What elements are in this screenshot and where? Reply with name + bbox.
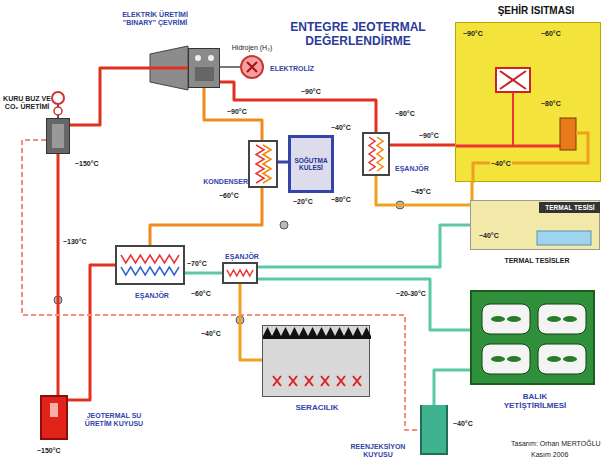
temperature-label: ~40°C (490, 160, 512, 168)
temperature-label: ~90°C (418, 132, 440, 140)
temperature-label: ~90°C (226, 108, 248, 116)
pipe-line (204, 88, 262, 140)
city-heating-house-detail (456, 23, 602, 183)
greenhouse-detail (263, 326, 371, 398)
heat-exchanger: EŞANJÖR (115, 245, 185, 285)
pipe (390, 145, 455, 146)
pipe-line (258, 225, 470, 267)
node-label: TERMAL TESİSLER (487, 257, 587, 265)
pipe-line (220, 82, 376, 132)
node-label: KURU BUZ VE CO₂ ÜRETİMİ (3, 95, 51, 111)
temperature-label: ~80°C (394, 110, 416, 118)
pipe (70, 68, 188, 125)
pipe (150, 188, 262, 245)
temperature-label: ~45°C (410, 188, 432, 196)
pipe (258, 225, 470, 267)
heat-exchanger-detail (224, 264, 260, 286)
temperature-label: ~90°C (300, 88, 322, 96)
co2-separator-detail (47, 119, 71, 155)
node-label: ŞEHİR ISITMASI (471, 5, 601, 17)
node-label: Hidrojen (H₂) (224, 44, 280, 52)
temperature-label: ~60°C (540, 30, 562, 38)
co2-separator: KURU BUZ VE CO₂ ÜRETİMİ (46, 118, 70, 154)
pipe (68, 265, 115, 400)
fish-farm-detail (472, 292, 597, 387)
pipe-line (434, 370, 470, 405)
thermal-facility: TERMAL TESİSİTERMAL TESİSLER (470, 200, 600, 250)
pipe-line (68, 265, 115, 400)
temperature-label: ~40°C (478, 232, 500, 240)
heat-exchanger-detail (117, 247, 187, 287)
temperature-label: ~60°C (218, 192, 240, 200)
pipe-line (258, 279, 470, 330)
heat-exchanger: EŞANJÖR (222, 262, 258, 284)
pipe-line (185, 272, 222, 275)
city-heating-house: ŞEHİR ISITMASI (455, 22, 601, 182)
temperature-label: ~20-30°C (395, 290, 427, 298)
node-label: TERMAL TESİSİ (540, 204, 600, 211)
node-label: BALIK YETİŞTİRİLMESİ (492, 392, 578, 410)
node-label: EŞANJÖR (130, 292, 174, 300)
pipe (58, 154, 59, 395)
temperature-label: Kasım 2006 (530, 451, 569, 459)
pipe (220, 82, 376, 132)
node-label: KONDENSER (196, 178, 248, 186)
pipe (278, 162, 288, 163)
pipe-line (278, 161, 288, 164)
generator-box-detail (189, 49, 221, 89)
pipe-line (57, 154, 60, 395)
temperature-label: ~20°C (292, 198, 314, 206)
pipe (258, 279, 470, 330)
temperature-label: ~80°C (330, 196, 352, 204)
pipe (22, 140, 420, 430)
node-label: ELEKTROLİZ (270, 65, 318, 73)
production-well-detail (42, 397, 70, 442)
node-label: EŞANJÖR (395, 165, 435, 173)
temperature-label: ~150°C (74, 160, 100, 168)
production-well: JEOTERMAL SU ÜRETİM KUYUSU (40, 395, 68, 440)
temperature-label: ~70°C (186, 260, 208, 268)
co2-separator-top (52, 92, 64, 118)
pipe (220, 67, 240, 68)
pipe (204, 88, 262, 140)
pipe-line (220, 66, 240, 68)
electrolysis-circle: Hidrojen (H₂)ELEKTROLİZ (240, 55, 264, 79)
electrolysis-circle-detail (242, 57, 266, 81)
node-label: JEOTERMAL SU ÜRETİM KUYUSU (78, 412, 150, 428)
temperature-label: Tasarım: Orhan MERTOĞLU (510, 440, 602, 448)
pump (54, 201, 404, 324)
node-label: SERACILIK (281, 403, 353, 412)
temperature-label: ~60°C (190, 290, 212, 298)
heat-exchanger: EŞANJÖR (362, 132, 390, 176)
condenser-box: KONDENSER (248, 140, 278, 188)
node-label: REENJEKSİYON KUYUSU (338, 443, 418, 459)
reinjection-well: REENJEKSİYON KUYUSU (420, 405, 448, 455)
greenhouse: SERACILIK (262, 325, 370, 397)
pipe (434, 370, 470, 405)
node-label: SOĞUTMA KULESİ (291, 157, 331, 172)
temperature-label: ~40°C (200, 330, 222, 338)
diagram-title: ENTEGRE JEOTERMAL DEĞERLENDİRME (278, 20, 438, 49)
pipe (185, 273, 222, 274)
node-label: ELEKTRİK ÜRETİMİ "BINARY" ÇEVRİMİ (109, 11, 201, 27)
heat-exchanger-detail (364, 134, 392, 178)
temperature-label: ~40°C (452, 420, 474, 428)
temperature-label: ~80°C (540, 100, 562, 108)
temperature-label: ~130°C (62, 238, 88, 246)
cooling-tower: SOĞUTMA KULESİ (288, 135, 334, 193)
fish-farm: BALIK YETİŞTİRİLMESİ (470, 290, 595, 385)
pipe-line (22, 140, 420, 430)
pipe-line (70, 68, 188, 125)
generator-box: ELEKTRİK ÜRETİMİ "BINARY" ÇEVRİMİ (188, 48, 220, 88)
node-label: EŞANJÖR (220, 253, 264, 261)
temperature-label: ~90°C (462, 30, 484, 38)
pipe-line (390, 144, 455, 147)
condenser-box-detail (250, 142, 280, 190)
temperature-label: ~40°C (330, 124, 352, 132)
pipe-line (240, 284, 262, 360)
pipe-line (150, 188, 262, 245)
pipe (240, 284, 262, 360)
temperature-label: ~150°C (36, 447, 62, 455)
